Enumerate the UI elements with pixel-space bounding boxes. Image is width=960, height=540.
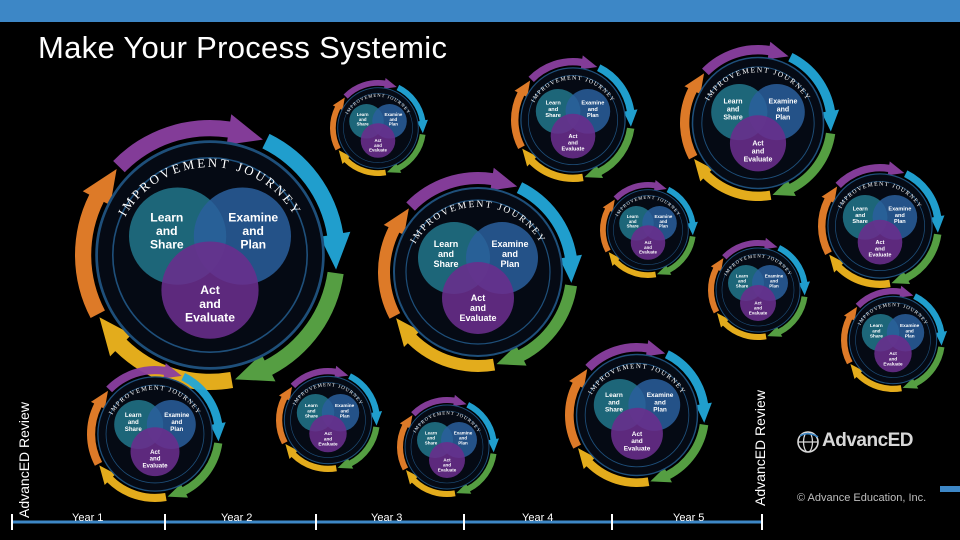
logo-text: AdvancED	[822, 430, 913, 452]
corner-accent-bar	[940, 486, 960, 492]
improvement-cycle: IMPROVEMENT JOURNEYLearnandShareExaminea…	[75, 114, 350, 390]
globe-icon	[796, 428, 822, 456]
year-4-label: Year 4	[522, 512, 553, 524]
improvement-cycle: IMPROVEMENT JOURNEYLearnandShareExaminea…	[276, 366, 382, 472]
year-2-label: Year 2	[221, 512, 252, 524]
year-3-label: Year 3	[371, 512, 402, 524]
year-1-label: Year 1	[72, 512, 103, 524]
improvement-cycle: IMPROVEMENT JOURNEYLearnandShareExaminea…	[708, 238, 810, 340]
advanced-logo: AdvancED	[796, 428, 926, 458]
improvement-cycle: IMPROVEMENT JOURNEYLearnandShareExaminea…	[511, 55, 637, 182]
year-5-label: Year 5	[673, 512, 704, 524]
left-vertical-label: AdvancED Review	[16, 402, 32, 518]
right-vertical-label: AdvancED Review	[752, 390, 768, 506]
copyright-text: © Advance Education, Inc.	[797, 492, 926, 504]
